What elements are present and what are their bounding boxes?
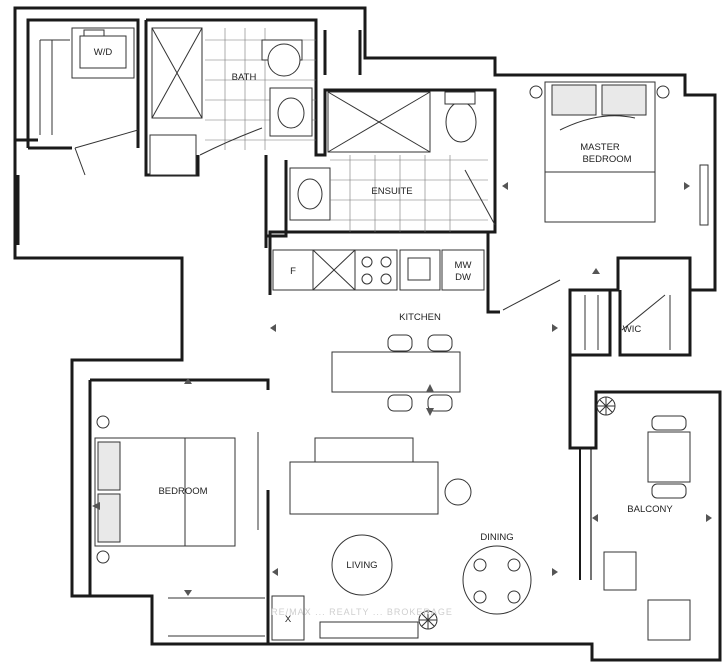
- direction-arrow-icon: [92, 182, 712, 596]
- living-room: LIVING X: [271, 437, 472, 641]
- coffee-table: [331, 534, 393, 596]
- bath: BATH: [149, 27, 316, 176]
- living-label: LIVING: [346, 560, 377, 571]
- master-label-1: MASTER: [580, 142, 620, 153]
- balcony: BALCONY: [603, 415, 691, 641]
- kitchen-island: [331, 334, 461, 412]
- plant-icon: [418, 610, 438, 630]
- mw-label: MW: [455, 260, 472, 271]
- stove-burner-icon: [361, 256, 373, 268]
- bedroom: BEDROOM: [94, 415, 265, 637]
- closet-x-label: X: [285, 614, 292, 625]
- side-table: [444, 478, 472, 506]
- stool: [427, 334, 453, 352]
- wd-label: W/D: [94, 47, 113, 58]
- ensuite: ENSUITE: [289, 91, 496, 232]
- stove-burner-icon: [361, 273, 373, 285]
- washer-dryer: W/D: [39, 27, 139, 176]
- exterior-walls: [13, 6, 722, 662]
- stool: [387, 394, 413, 412]
- interior-walls: [26, 18, 692, 644]
- nightstand-lamp-icon: [529, 85, 543, 99]
- kitchen-sink-icon: [407, 257, 431, 281]
- dining-table: [462, 545, 532, 615]
- stool: [427, 394, 453, 412]
- master-label-2: BEDROOM: [582, 154, 631, 165]
- stool: [387, 334, 413, 352]
- master-bedroom: MASTER BEDROOM: [502, 81, 709, 311]
- stove-burner-icon: [380, 256, 392, 268]
- nightstand-lamp-icon: [96, 415, 110, 429]
- ensuite-sink-icon: [297, 178, 323, 210]
- bath-label: BATH: [232, 72, 257, 83]
- wic-label: WIC: [623, 324, 642, 335]
- watermark: RE/MAX ... REALTY ... BROKERAGE: [271, 607, 453, 617]
- toilet-icon: [445, 101, 477, 143]
- bedroom-label: BEDROOM: [158, 486, 207, 497]
- kitchen-label: KITCHEN: [399, 312, 441, 323]
- dw-label: DW: [455, 272, 471, 283]
- sofa: [289, 461, 439, 515]
- nightstand-lamp-icon: [656, 85, 670, 99]
- fridge-label: F: [290, 266, 296, 277]
- dining-area: DINING: [462, 532, 532, 615]
- plant-icon: [596, 396, 616, 416]
- balcony-label: BALCONY: [627, 504, 673, 515]
- nightstand-lamp-icon: [96, 550, 110, 564]
- dining-label: DINING: [480, 532, 513, 543]
- walk-in-closet: WIC: [584, 294, 671, 350]
- ensuite-label: ENSUITE: [371, 186, 412, 197]
- kitchen-counter: F MW DW KITCHEN: [272, 249, 485, 323]
- stove-burner-icon: [380, 273, 392, 285]
- bath-sink-icon: [277, 97, 305, 129]
- toilet-icon: [267, 43, 301, 77]
